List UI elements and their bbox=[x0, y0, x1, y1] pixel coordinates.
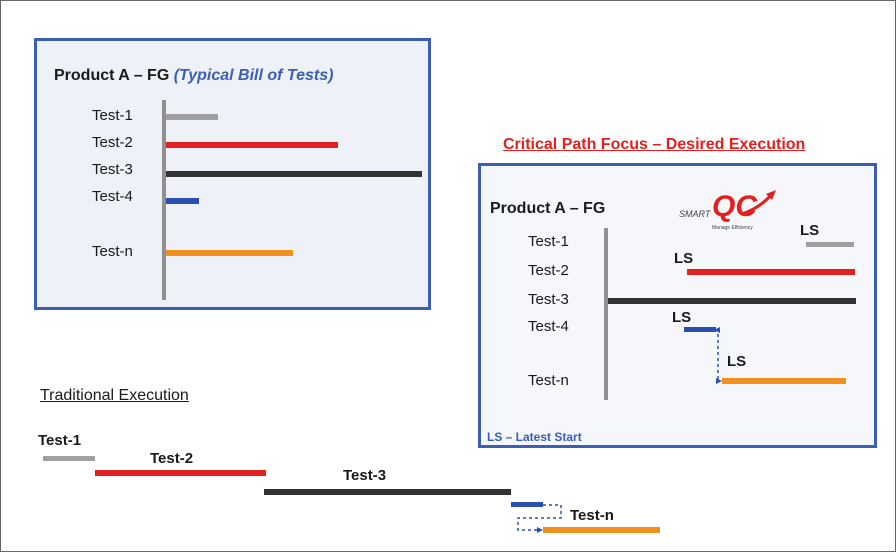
cp-test-1-ls-label: LS bbox=[800, 222, 820, 239]
bill-test-1-label: Test-1 bbox=[92, 107, 133, 124]
trad-test-2-bar bbox=[95, 470, 266, 476]
critical-path-axis bbox=[604, 228, 608, 400]
bill-test-n-label: Test-n bbox=[92, 243, 133, 260]
trad-test-2-label: Test-2 bbox=[150, 450, 194, 467]
cp-test-n-bar bbox=[722, 378, 846, 384]
trad-test-n-label: Test-n bbox=[570, 507, 614, 524]
cp-test-2-ls-label: LS bbox=[674, 250, 694, 267]
smartqc-logo-tagline: Manage Efficiency bbox=[712, 225, 753, 231]
cp-test-4-bar bbox=[684, 327, 716, 332]
trad-test-1-bar bbox=[43, 456, 95, 461]
bill-test-4-label: Test-4 bbox=[92, 188, 133, 205]
traditional-heading: Traditional Execution bbox=[40, 387, 189, 404]
critical-path-title: Product A – FG bbox=[490, 200, 606, 217]
smartqc-logo-q: QC bbox=[712, 190, 757, 223]
bill-of-tests-axis bbox=[162, 100, 166, 300]
trad-test-1-label: Test-1 bbox=[38, 432, 82, 449]
cp-test-4-ls-label: LS bbox=[672, 309, 692, 326]
bill-test-4-bar bbox=[166, 198, 199, 204]
cp-test-n-label: Test-n bbox=[528, 372, 569, 389]
bill-test-3-bar bbox=[166, 171, 422, 177]
cp-test-1-label: Test-1 bbox=[528, 233, 569, 250]
cp-test-2-bar bbox=[687, 269, 855, 275]
bill-test-2-bar bbox=[166, 142, 338, 148]
cp-test-2-label: Test-2 bbox=[528, 262, 569, 279]
smartqc-logo-smart: SMART bbox=[679, 209, 711, 219]
cp-test-4-label: Test-4 bbox=[528, 318, 569, 335]
critical-path-heading: Critical Path Focus – Desired Execution bbox=[503, 136, 806, 153]
trad-test-3-bar bbox=[264, 489, 511, 495]
trad-test-4-bar bbox=[511, 502, 543, 507]
ls-legend: LS – Latest Start bbox=[487, 430, 582, 444]
bill-test-2-label: Test-2 bbox=[92, 134, 133, 151]
critical-path-panel bbox=[478, 163, 877, 448]
trad-test-3-label: Test-3 bbox=[343, 467, 387, 484]
cp-test-1-bar bbox=[806, 242, 854, 247]
bill-test-3-label: Test-3 bbox=[92, 161, 133, 178]
bill-of-tests-title-italic: (Typical Bill of Tests) bbox=[173, 67, 334, 84]
cp-test-3-bar bbox=[608, 298, 856, 304]
bill-of-tests-title: Product A – FG (Typical Bill of Tests) bbox=[54, 67, 333, 85]
bill-test-1-bar bbox=[166, 114, 218, 120]
bill-test-n-bar bbox=[166, 250, 293, 256]
cp-test-n-ls-label: LS bbox=[727, 353, 747, 370]
bill-of-tests-title-main: Product A – FG bbox=[54, 67, 170, 84]
cp-test-3-label: Test-3 bbox=[528, 291, 569, 308]
trad-test-n-bar bbox=[543, 527, 660, 533]
